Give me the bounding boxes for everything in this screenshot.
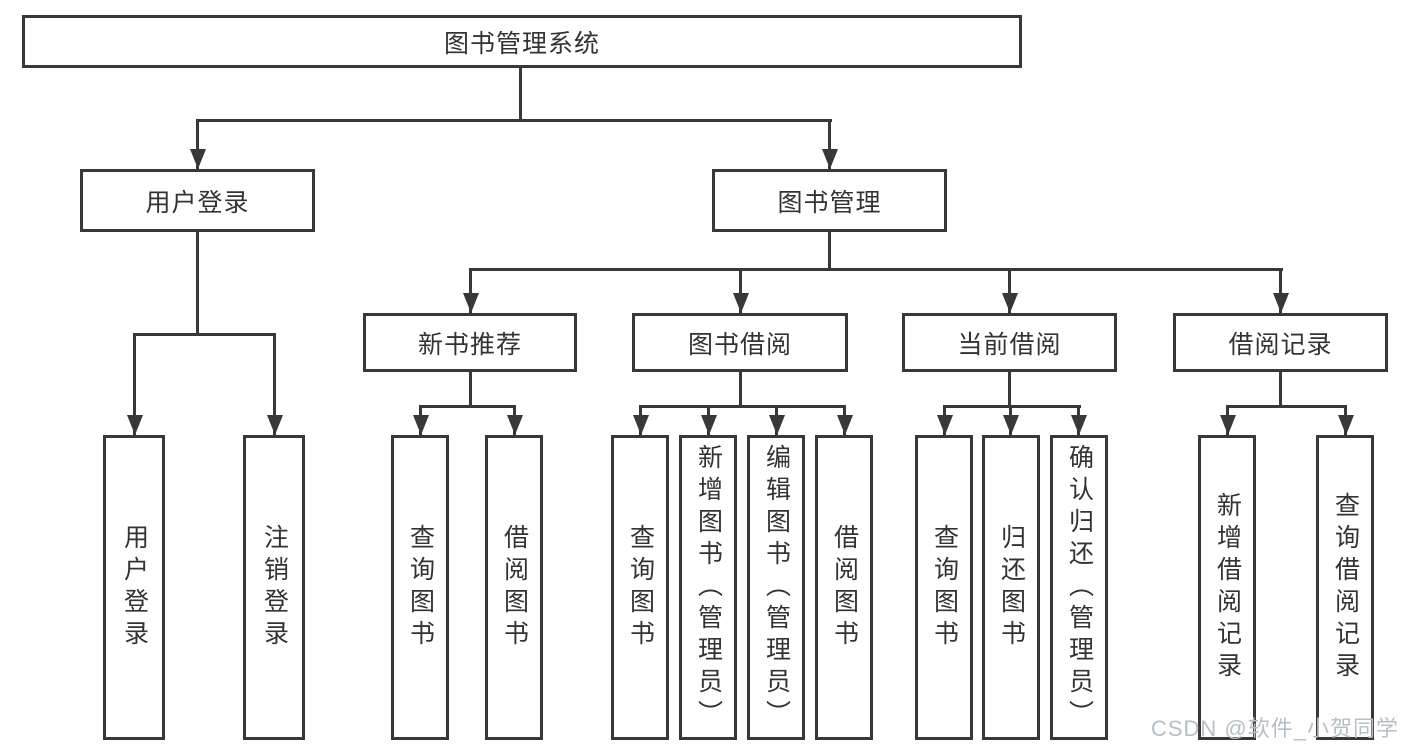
leaf-logout: 注销登录 (243, 435, 305, 740)
leaf-query-borrow-record: 查询借阅记录 (1316, 435, 1374, 740)
leaf-edit-book-admin: 编辑图书（管理员） (747, 435, 805, 740)
arrowhead-icon (632, 415, 649, 435)
connector-arrow-leaf-user-login (126, 333, 143, 435)
leaf-query-books-3: 查询图书 (915, 435, 973, 740)
arrowhead-icon (1001, 293, 1018, 313)
node-current-borrowing: 当前借阅 (902, 313, 1117, 372)
arrowhead-icon (412, 415, 429, 435)
connector-arrow-query-books-1 (412, 405, 429, 435)
leaf-logout-label: 注销登录 (260, 523, 289, 652)
connector-arrow-borrow-books-2 (836, 405, 853, 435)
connector-current-borrow-stub (1008, 372, 1011, 408)
arrowhead-icon (189, 149, 206, 169)
connector-arrow-edit-book-admin (768, 405, 785, 435)
connector-arrow-user-login (189, 119, 206, 169)
arrowhead-icon (836, 415, 853, 435)
connector-book-mgmt-hline (469, 268, 1283, 271)
arrowhead-icon (768, 415, 785, 435)
leaf-query-books-1-label: 查询图书 (406, 523, 435, 652)
node-borrow-records-label: 借阅记录 (1228, 330, 1333, 359)
arrowhead-icon (732, 293, 749, 313)
connector-arrow-current-borrowing (1001, 268, 1018, 313)
connector-arrow-book-borrowing (732, 268, 749, 313)
node-user-login-label: 用户登录 (145, 188, 250, 217)
connector-records-stub (1279, 372, 1282, 408)
leaf-return-books-label: 归还图书 (997, 523, 1026, 652)
leaf-return-books: 归还图书 (982, 435, 1040, 740)
node-root: 图书管理系统 (22, 15, 1022, 68)
arrowhead-icon (506, 415, 523, 435)
connector-arrow-new-book-recommend (462, 268, 479, 313)
connector-book-borrow-hline (639, 405, 846, 408)
connector-user-login-hline (133, 333, 276, 336)
node-book-management: 图书管理 (712, 169, 947, 232)
leaf-query-borrow-record-label: 查询借阅记录 (1331, 491, 1360, 684)
arrowhead-icon (1002, 415, 1019, 435)
connector-new-book-stub (469, 372, 472, 408)
node-book-borrowing-label: 图书借阅 (687, 330, 792, 359)
leaf-add-book-admin-label: 新增图书（管理员） (694, 443, 723, 732)
node-book-borrowing: 图书借阅 (632, 313, 848, 372)
node-borrow-records: 借阅记录 (1173, 313, 1388, 372)
connector-arrow-query-books-2 (632, 405, 649, 435)
connector-arrow-query-books-3 (936, 405, 953, 435)
node-book-management-label: 图书管理 (777, 188, 882, 217)
arrowhead-icon (700, 415, 717, 435)
leaf-query-books-2: 查询图书 (611, 435, 669, 740)
csdn-watermark: CSDN @软件_小贺同学 (1150, 716, 1399, 741)
connector-arrow-book-management (821, 119, 838, 169)
leaf-user-login-label: 用户登录 (120, 523, 149, 652)
leaf-confirm-return-admin-label: 确认归还（管理员） (1065, 443, 1094, 732)
arrowhead-icon (821, 149, 838, 169)
connector-current-borrow-hline (943, 405, 1081, 408)
arrowhead-icon (1219, 415, 1236, 435)
leaf-add-book-admin: 新增图书（管理员） (679, 435, 737, 740)
node-user-login: 用户登录 (80, 169, 315, 232)
node-root-label: 图书管理系统 (443, 29, 600, 58)
leaf-user-login: 用户登录 (103, 435, 165, 740)
leaf-add-borrow-record-label: 新增借阅记录 (1213, 491, 1242, 684)
leaf-confirm-return-admin: 确认归还（管理员） (1050, 435, 1108, 740)
connector-records-hline (1226, 405, 1347, 408)
leaf-borrow-books-1-label: 借阅图书 (500, 523, 529, 652)
connector-book-borrow-stub (739, 372, 742, 408)
connector-user-login-stub (196, 232, 199, 336)
connector-root-stub (519, 68, 522, 121)
connector-arrow-leaf-logout (266, 333, 283, 435)
arrowhead-icon (1337, 415, 1354, 435)
arrowhead-icon (266, 415, 283, 435)
arrowhead-icon (126, 415, 143, 435)
connector-new-book-hline (419, 405, 516, 408)
leaf-edit-book-admin-label: 编辑图书（管理员） (762, 443, 791, 732)
leaf-add-borrow-record: 新增借阅记录 (1198, 435, 1256, 740)
connector-root-hline (196, 119, 832, 122)
node-new-book-recommend: 新书推荐 (363, 313, 577, 372)
connector-book-mgmt-stub (828, 232, 831, 271)
node-current-borrowing-label: 当前借阅 (957, 330, 1062, 359)
node-new-book-recommend-label: 新书推荐 (417, 330, 522, 359)
arrowhead-icon (1272, 293, 1289, 313)
leaf-query-books-1: 查询图书 (391, 435, 449, 740)
connector-arrow-confirm-return (1070, 405, 1087, 435)
connector-arrow-add-book-admin (700, 405, 717, 435)
leaf-borrow-books-2: 借阅图书 (815, 435, 873, 740)
leaf-query-books-3-label: 查询图书 (930, 523, 959, 652)
arrowhead-icon (936, 415, 953, 435)
leaf-borrow-books-2-label: 借阅图书 (830, 523, 859, 652)
arrowhead-icon (1070, 415, 1087, 435)
leaf-borrow-books-1: 借阅图书 (485, 435, 543, 740)
connector-arrow-add-record (1219, 405, 1236, 435)
connector-arrow-borrow-records (1272, 268, 1289, 313)
arrowhead-icon (462, 293, 479, 313)
connector-arrow-query-record (1337, 405, 1354, 435)
connector-arrow-borrow-books-1 (506, 405, 523, 435)
connector-arrow-return-books (1002, 405, 1019, 435)
leaf-query-books-2-label: 查询图书 (626, 523, 655, 652)
